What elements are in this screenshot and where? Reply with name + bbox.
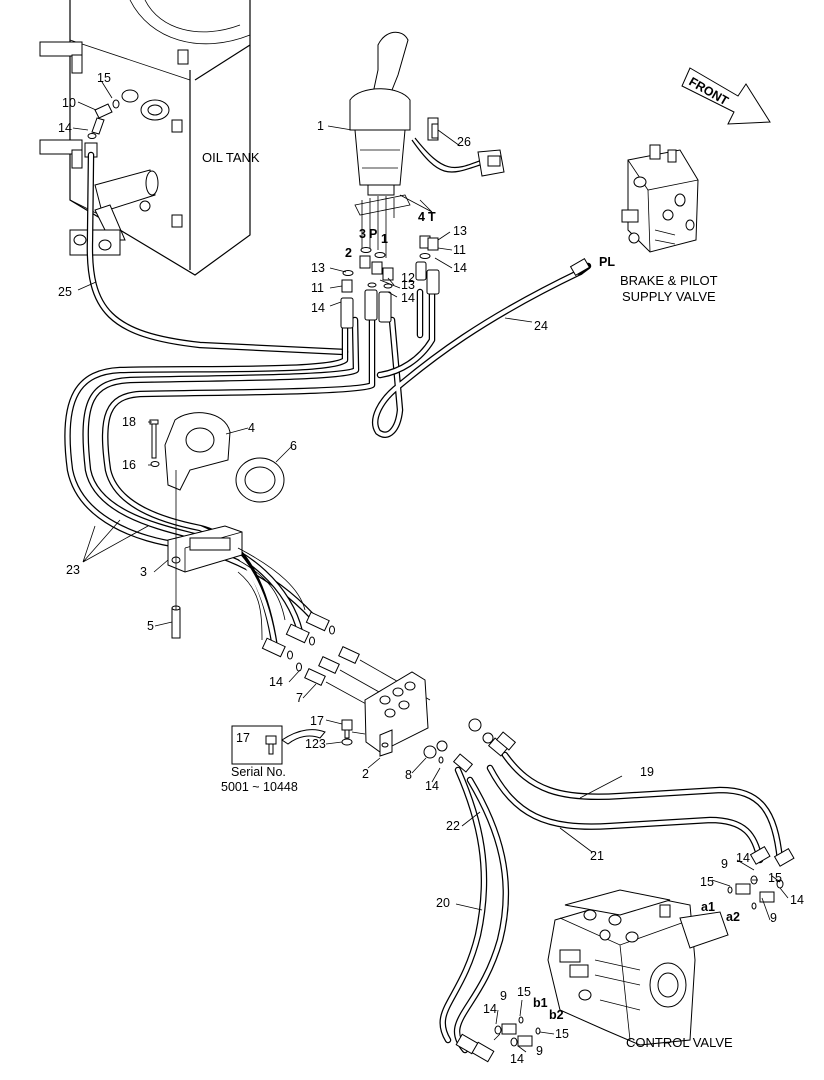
callout-24: 24 xyxy=(534,319,548,333)
hose-fittings-middle xyxy=(237,547,431,729)
port-b1: b1 xyxy=(533,996,548,1010)
inset-part-number: 17 xyxy=(236,731,250,745)
callout-1: 1 xyxy=(317,119,324,133)
mounting-plate xyxy=(341,671,517,773)
tank-return-fitting xyxy=(84,99,120,158)
port-1: 1 xyxy=(381,232,388,246)
callout-10: 10 xyxy=(62,96,76,110)
callout-14: 14 xyxy=(311,301,325,315)
callout-2: 2 xyxy=(362,767,369,781)
inset-serial-label: Serial No. xyxy=(231,765,286,779)
callout-123: 123 xyxy=(305,737,326,751)
callout-22: 22 xyxy=(446,819,460,833)
callout-14: 14 xyxy=(453,261,467,275)
callout-19: 19 xyxy=(640,765,654,779)
callout-17: 17 xyxy=(310,714,324,728)
port-b2: b2 xyxy=(549,1008,564,1022)
port-t: T xyxy=(428,210,436,224)
callout-9: 9 xyxy=(500,989,507,1003)
joystick-port-labels: 2 3 P 1 4 T xyxy=(345,210,436,260)
port-4: 4 xyxy=(418,210,425,224)
callout-13: 13 xyxy=(453,224,467,238)
control-valve: CONTROL VALVE a1 a2 b1 b2 xyxy=(533,889,740,1050)
harness-connector xyxy=(411,117,505,177)
callout-4: 4 xyxy=(248,421,255,435)
callout-5: 5 xyxy=(147,619,154,633)
callout-13: 13 xyxy=(401,278,415,292)
oil-tank: OIL TANK xyxy=(39,0,260,276)
control-valve-label: CONTROL VALVE xyxy=(626,1035,733,1050)
callout-11: 11 xyxy=(311,281,324,295)
callout-21: 21 xyxy=(590,849,604,863)
callout-15: 15 xyxy=(768,871,782,885)
callout-14: 14 xyxy=(736,851,750,865)
callout-14: 14 xyxy=(401,291,415,305)
joystick xyxy=(349,31,433,220)
serial-inset: 17 Serial No. 5001 ~ 10448 xyxy=(221,725,326,794)
port-p: P xyxy=(369,227,377,241)
brake-pilot-label-2: SUPPLY VALVE xyxy=(622,289,716,304)
callout-14: 14 xyxy=(510,1052,524,1066)
callout-15: 15 xyxy=(700,875,714,889)
brake-pilot-label-1: BRAKE & PILOT xyxy=(620,273,718,288)
callout-18: 18 xyxy=(122,415,136,429)
callout-6: 6 xyxy=(290,439,297,453)
callouts: 1 26 10 15 14 25 24 13 11 14 13 12 14 13… xyxy=(58,71,804,1066)
hose-clamp-assembly xyxy=(149,412,285,639)
callout-25: 25 xyxy=(58,285,72,299)
callout-3: 3 xyxy=(140,565,147,579)
joystick-fittings xyxy=(340,216,592,329)
callout-11: 11 xyxy=(453,243,466,257)
callout-15: 15 xyxy=(555,1027,569,1041)
callout-14: 14 xyxy=(425,779,439,793)
inset-serial-range: 5001 ~ 10448 xyxy=(221,780,298,794)
port-2: 2 xyxy=(345,246,352,260)
callout-26: 26 xyxy=(457,135,471,149)
brake-pilot-valve: PL BRAKE & PILOT SUPPLY VALVE xyxy=(599,144,718,304)
leader-lines xyxy=(72,81,789,1053)
control-valve-fittings xyxy=(455,845,795,1063)
port-a1: a1 xyxy=(701,900,715,914)
callout-14: 14 xyxy=(483,1002,497,1016)
callout-9: 9 xyxy=(536,1044,543,1058)
callout-14: 14 xyxy=(58,121,72,135)
callout-15: 15 xyxy=(517,985,531,999)
oil-tank-label: OIL TANK xyxy=(202,150,260,165)
port-a2: a2 xyxy=(726,910,740,924)
callout-7: 7 xyxy=(296,691,303,705)
callout-14: 14 xyxy=(790,893,804,907)
callout-13: 13 xyxy=(311,261,325,275)
callout-9: 9 xyxy=(770,911,777,925)
callout-23: 23 xyxy=(66,563,80,577)
callout-16: 16 xyxy=(122,458,136,472)
callout-15: 15 xyxy=(97,71,111,85)
callout-8: 8 xyxy=(405,768,412,782)
port-pl: PL xyxy=(599,255,615,269)
callout-12: 12 xyxy=(401,271,415,285)
callout-20: 20 xyxy=(436,896,450,910)
front-arrow: FRONT xyxy=(681,67,771,125)
callout-9: 9 xyxy=(721,857,728,871)
port-3: 3 xyxy=(359,227,366,241)
callout-14: 14 xyxy=(269,675,283,689)
